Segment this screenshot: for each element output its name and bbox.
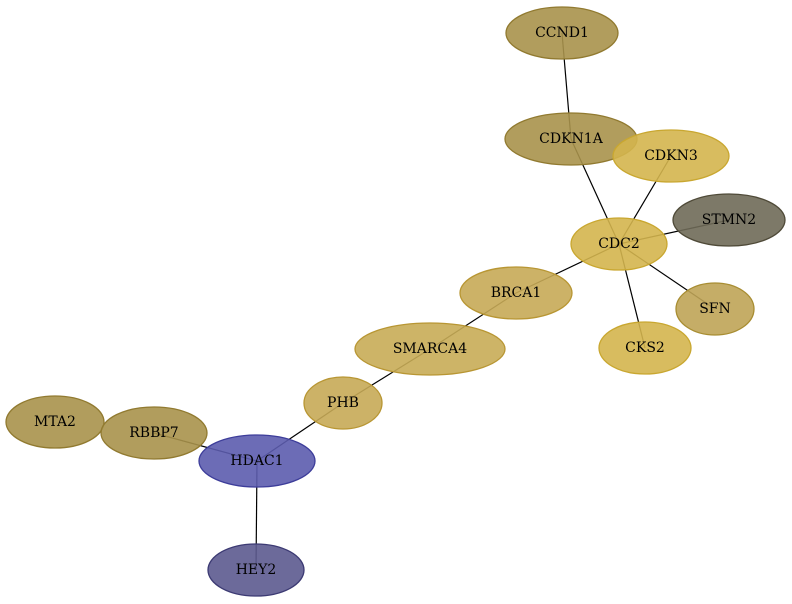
- edges-layer: [153, 32, 730, 571]
- node-ellipse: [459, 266, 573, 320]
- node-sfn[interactable]: SFN: [675, 282, 755, 336]
- node-brca1[interactable]: BRCA1: [459, 266, 573, 320]
- node-label: HEY2: [236, 562, 277, 578]
- node-ellipse: [207, 543, 305, 597]
- node-label: CKS2: [625, 340, 665, 356]
- node-cks2[interactable]: CKS2: [598, 321, 692, 375]
- node-label: BRCA1: [491, 285, 542, 301]
- node-ellipse: [570, 217, 668, 271]
- node-label: CDC2: [598, 236, 640, 252]
- node-hey2[interactable]: HEY2: [207, 543, 305, 597]
- node-ccnd1[interactable]: CCND1: [505, 6, 619, 60]
- node-label: CDKN3: [644, 148, 698, 164]
- node-label: PHB: [327, 395, 359, 411]
- node-phb[interactable]: PHB: [303, 376, 383, 430]
- node-ellipse: [505, 6, 619, 60]
- node-ellipse: [5, 395, 105, 449]
- node-label: SFN: [699, 301, 731, 317]
- node-ellipse: [303, 376, 383, 430]
- node-ellipse: [612, 129, 730, 183]
- node-stmn2[interactable]: STMN2: [672, 193, 786, 247]
- node-hdac1[interactable]: HDAC1: [198, 434, 316, 488]
- node-label: CCND1: [535, 25, 589, 41]
- node-ellipse: [354, 322, 506, 376]
- node-label: MTA2: [34, 414, 76, 430]
- node-mta2[interactable]: MTA2: [5, 395, 105, 449]
- node-label: STMN2: [702, 212, 756, 228]
- node-ellipse: [598, 321, 692, 375]
- node-cdkn3[interactable]: CDKN3: [612, 129, 730, 183]
- node-smarca4[interactable]: SMARCA4: [354, 322, 506, 376]
- node-label: SMARCA4: [393, 341, 467, 357]
- node-label: CDKN1A: [539, 131, 604, 147]
- node-ellipse: [198, 434, 316, 488]
- node-label: RBBP7: [129, 425, 178, 441]
- node-label: HDAC1: [230, 453, 283, 469]
- node-cdc2[interactable]: CDC2: [570, 217, 668, 271]
- node-ellipse: [672, 193, 786, 247]
- node-ellipse: [100, 406, 208, 460]
- node-rbbp7[interactable]: RBBP7: [100, 406, 208, 460]
- node-cdkn1a[interactable]: CDKN1A: [504, 112, 638, 166]
- node-ellipse: [675, 282, 755, 336]
